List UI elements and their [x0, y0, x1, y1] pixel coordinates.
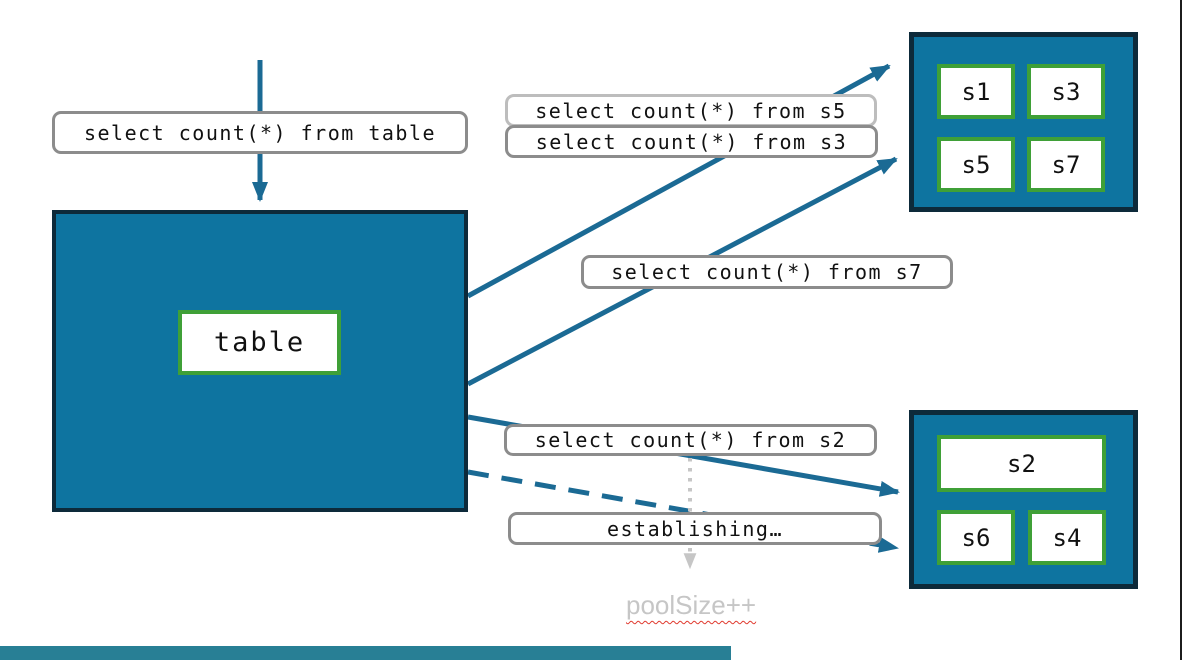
query-label-s2: select count(*) from s2 — [504, 424, 877, 456]
shard-s5: s5 — [937, 137, 1015, 192]
progress-bar — [0, 646, 731, 660]
query-label-s3-text: select count(*) from s3 — [535, 129, 848, 154]
table-node-label-box: table — [178, 310, 341, 375]
shard-s7: s7 — [1027, 137, 1105, 192]
shard-s4-label: s4 — [1052, 523, 1082, 552]
shard-s3-label: s3 — [1051, 77, 1081, 106]
shard-s3: s3 — [1027, 64, 1105, 119]
shard-group-top: s1 s3 s5 s7 — [909, 32, 1138, 212]
shard-s2: s2 — [937, 435, 1106, 492]
query-label-table-text: select count(*) from table — [83, 120, 437, 145]
shard-s5-label: s5 — [961, 150, 991, 179]
query-label-s5: select count(*) from s5 — [505, 94, 877, 127]
shard-s6-label: s6 — [961, 523, 991, 552]
query-label-s2-text: select count(*) from s2 — [534, 428, 847, 452]
status-label-establishing: establishing… — [508, 512, 882, 545]
query-label-s7: select count(*) from s7 — [581, 255, 953, 289]
query-label-table: select count(*) from table — [52, 111, 468, 154]
shard-group-bottom: s2 s6 s4 — [909, 410, 1138, 589]
table-node-label: table — [213, 327, 306, 358]
poolsize-annotation: poolSize++ — [626, 590, 756, 621]
query-label-s5-text: select count(*) from s5 — [535, 98, 847, 123]
query-label-s3: select count(*) from s3 — [505, 125, 878, 158]
slide-right-edge — [1180, 0, 1182, 660]
poolsize-annotation-text: poolSize++ — [626, 590, 757, 620]
shard-s7-label: s7 — [1051, 150, 1081, 179]
shard-s1: s1 — [937, 64, 1015, 119]
arrow-establishing-dashed — [467, 469, 899, 553]
shard-s2-label: s2 — [1007, 449, 1036, 478]
status-label-establishing-text: establishing… — [606, 516, 784, 541]
shard-s4: s4 — [1028, 510, 1106, 565]
shard-s6: s6 — [937, 510, 1015, 565]
query-label-s7-text: select count(*) from s7 — [611, 260, 923, 284]
shard-s1-label: s1 — [961, 77, 991, 106]
table-node: table — [52, 210, 468, 512]
